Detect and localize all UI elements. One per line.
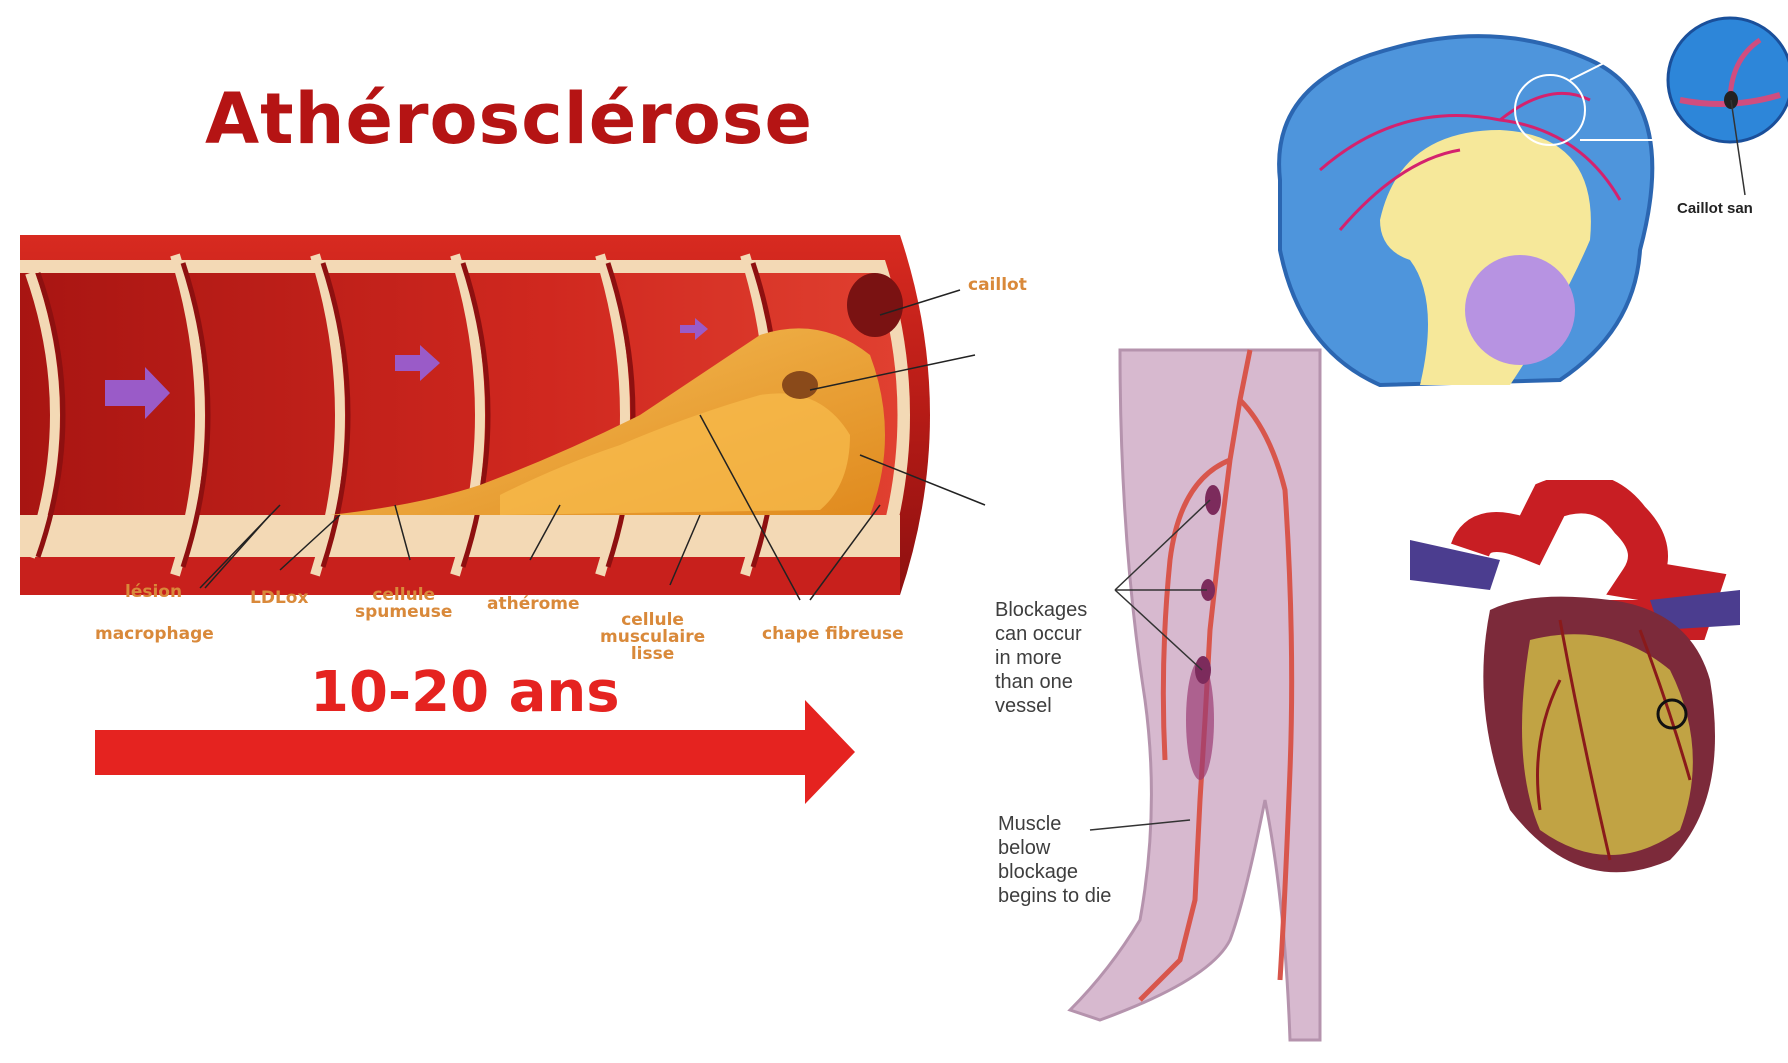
label-atherome: athérome xyxy=(487,596,580,613)
cerebellum xyxy=(1465,255,1575,365)
timeline-arrow xyxy=(95,700,860,805)
label-cellule-musculaire: cellule musculaire lisse xyxy=(600,612,705,663)
label-chape-fibreuse: chape fibreuse xyxy=(762,626,904,643)
label-cellule-spumeuse: cellule spumeuse xyxy=(355,587,452,621)
label-macrophage: macrophage xyxy=(95,626,214,643)
label-muscle-dies: Muscle below blockage begins to die xyxy=(998,812,1111,908)
clot xyxy=(847,273,903,337)
artery-illustration xyxy=(0,215,990,615)
label-caillot: caillot xyxy=(968,277,1027,294)
label-ldlox: LDLox xyxy=(250,590,308,607)
magnify-view xyxy=(1668,18,1788,142)
label-blockages: Blockages can occur in more than one ves… xyxy=(995,598,1087,718)
label-brain-clot: Caillot san xyxy=(1677,200,1753,217)
diagram-title: Athérosclérose xyxy=(205,78,813,160)
label-lesion: lésion xyxy=(125,584,182,601)
heart-illustration xyxy=(1410,480,1750,910)
